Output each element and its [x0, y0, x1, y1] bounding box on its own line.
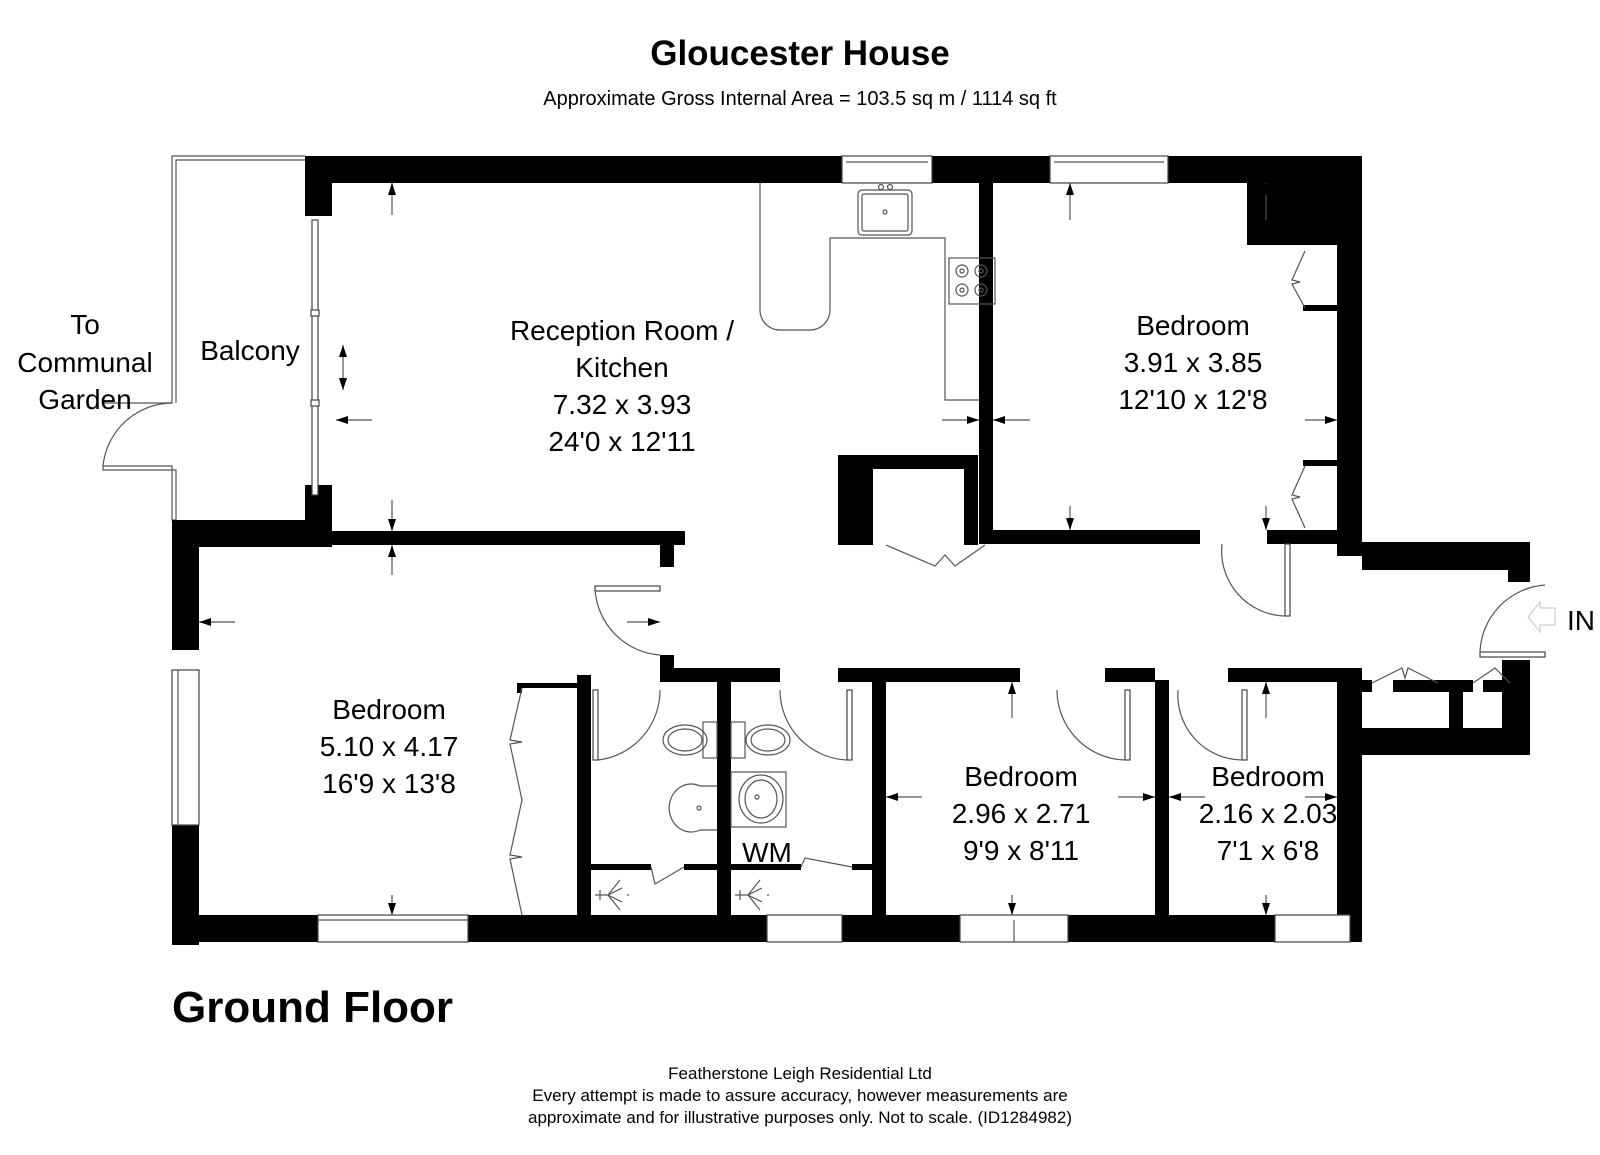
- room-label-reception: Reception Room / Kitchen 7.32 x 3.93 24'…: [510, 315, 734, 457]
- svg-text:7.32 x 3.93: 7.32 x 3.93: [553, 389, 692, 420]
- garden-label: To Communal Garden: [17, 309, 152, 415]
- dimension-arrows: [199, 183, 1337, 915]
- footer-company: Featherstone Leigh Residential Ltd: [668, 1064, 932, 1083]
- area-subtitle: Approximate Gross Internal Area = 103.5 …: [543, 88, 1057, 110]
- room-label-bedroom-4: Bedroom 2.16 x 2.03 7'1 x 6'8: [1199, 761, 1338, 866]
- svg-text:5.10 x 4.17: 5.10 x 4.17: [320, 731, 459, 762]
- room-label-bedroom-3: Bedroom 2.96 x 2.71 9'9 x 8'11: [952, 761, 1091, 866]
- toilet-icon: [662, 721, 718, 759]
- svg-text:Bedroom: Bedroom: [1136, 310, 1250, 341]
- entrance-label: IN: [1567, 605, 1595, 636]
- svg-text:Garden: Garden: [38, 384, 131, 415]
- svg-text:Kitchen: Kitchen: [575, 352, 668, 383]
- shower-icon: [735, 879, 769, 911]
- entrance-arrow-icon: [1527, 600, 1556, 634]
- room-label-bedroom-2: Bedroom 5.10 x 4.17 16'9 x 13'8: [320, 694, 459, 799]
- hob-icon: [948, 257, 996, 305]
- svg-text:9'9 x 8'11: 9'9 x 8'11: [963, 835, 1079, 866]
- svg-text:2.16 x 2.03: 2.16 x 2.03: [1199, 798, 1338, 829]
- svg-text:24'0 x 12'11: 24'0 x 12'11: [548, 426, 695, 457]
- balcony-outline: [102, 155, 305, 521]
- svg-text:12'10 x 12'8: 12'10 x 12'8: [1118, 384, 1267, 415]
- wm-label: WM: [742, 837, 792, 868]
- svg-text:3.91 x 3.85: 3.91 x 3.85: [1124, 347, 1263, 378]
- footer-disclaimer-2: approximate and for illustrative purpose…: [528, 1108, 1072, 1127]
- sink-icon: [857, 183, 913, 236]
- basin-icon: [730, 771, 787, 828]
- balcony-label: Balcony: [200, 335, 300, 366]
- svg-text:Reception Room /: Reception Room /: [510, 315, 734, 346]
- doors: [509, 250, 1546, 916]
- svg-text:2.96 x 2.71: 2.96 x 2.71: [952, 798, 1091, 829]
- svg-text:Bedroom: Bedroom: [964, 761, 1078, 792]
- shower-icon: [595, 879, 629, 911]
- svg-text:Communal: Communal: [17, 347, 152, 378]
- footer-disclaimer-1: Every attempt is made to assure accuracy…: [532, 1086, 1068, 1105]
- plan-title: Gloucester House: [650, 34, 950, 73]
- svg-text:16'9 x 13'8: 16'9 x 13'8: [322, 768, 456, 799]
- room-label-bedroom-1: Bedroom 3.91 x 3.85 12'10 x 12'8: [1118, 310, 1267, 415]
- floor-label: Ground Floor: [172, 983, 454, 1032]
- toilet-icon: [730, 721, 791, 759]
- kitchen-units: [759, 183, 979, 401]
- svg-text:Bedroom: Bedroom: [332, 694, 446, 725]
- windows: [171, 155, 1351, 943]
- svg-text:To: To: [70, 309, 100, 340]
- svg-text:7'1 x 6'8: 7'1 x 6'8: [1217, 835, 1320, 866]
- basin-icon: [668, 783, 717, 833]
- svg-text:Bedroom: Bedroom: [1211, 761, 1325, 792]
